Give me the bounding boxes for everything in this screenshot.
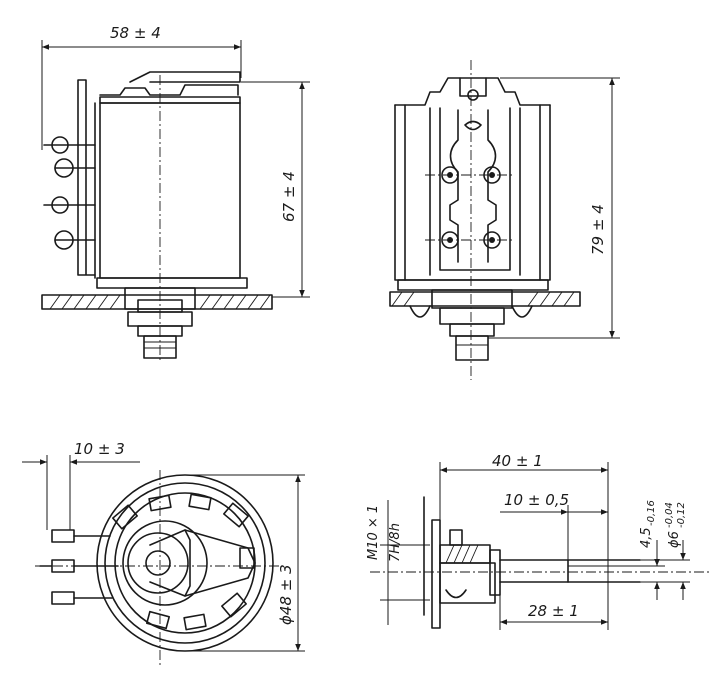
side-terminals — [43, 136, 96, 250]
dim-shaft-length: 28 ± 1 — [528, 602, 579, 620]
dim-diameter-body: ϕ48 ± 3 — [277, 564, 295, 625]
dim-shaft-diameter: ϕ6 — [667, 531, 682, 548]
bottom-terminals — [39, 529, 119, 605]
dim-shaft-diameter-tol-lower: -0,12 — [676, 502, 687, 528]
dim-height-side: 67 ± 4 — [280, 171, 298, 222]
bottom-view — [22, 455, 305, 665]
dim-flat-width-tol: -0,16 — [646, 500, 657, 526]
dim-height-front: 79 ± 4 — [589, 204, 607, 255]
dim-shaft-diameter-tol-upper: -0,04 — [664, 502, 675, 528]
dim-shaft-flat: 10 ± 0,5 — [504, 491, 569, 509]
dim-terminal-offset: 10 ± 3 — [74, 440, 125, 458]
front-view — [389, 60, 620, 380]
side-view — [41, 40, 310, 360]
dim-width-side: 58 ± 4 — [110, 24, 161, 42]
dim-flat-width: 4,5 — [639, 527, 654, 548]
dim-thread-size: M10 × 1 — [366, 505, 381, 560]
dim-thread-fit: 7H/8h — [388, 523, 403, 562]
dim-length-total: 40 ± 1 — [492, 452, 543, 470]
shaft-view — [370, 462, 710, 630]
front-panel-hatch — [391, 291, 575, 307]
panel-hatch — [49, 294, 271, 310]
